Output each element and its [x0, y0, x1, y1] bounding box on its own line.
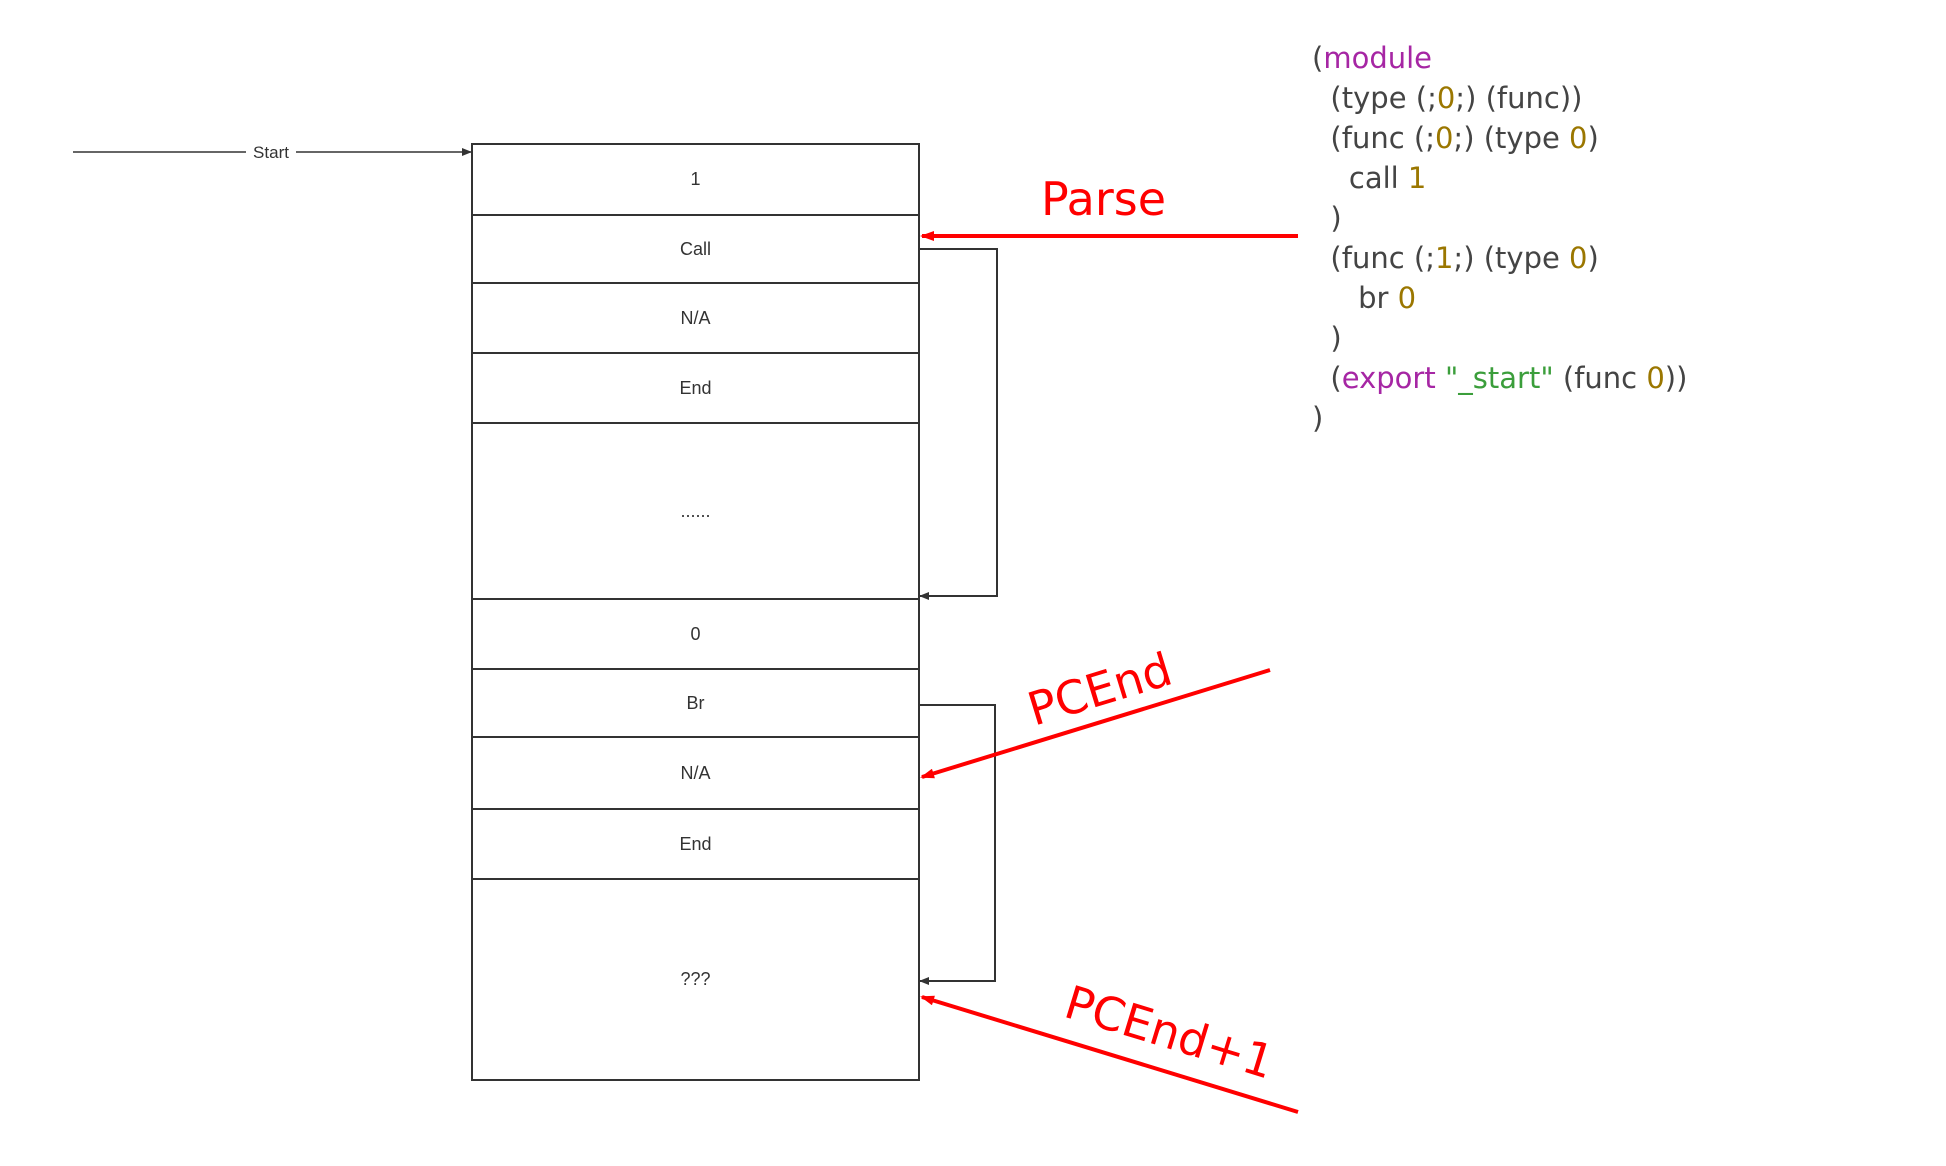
code-token: (: [1312, 41, 1324, 75]
code-token: 0: [1646, 361, 1665, 395]
code-line: ): [1312, 398, 1687, 438]
code-token: )): [1664, 361, 1688, 395]
code-token: 1: [1407, 161, 1427, 195]
code-token: 1: [1434, 241, 1454, 275]
code-token: export: [1341, 361, 1436, 395]
br-jump-connector: [919, 704, 996, 985]
code-token: ;) (type: [1453, 241, 1570, 275]
code-token: 0: [1569, 241, 1588, 275]
code-line: (func (;1;) (type 0): [1312, 238, 1687, 278]
code-line: br 0: [1312, 278, 1687, 318]
cell-operand-1: 1: [471, 143, 920, 216]
start-entry-arrow: Start: [73, 143, 472, 162]
code-token: module: [1323, 41, 1433, 75]
code-token: ): [1312, 321, 1342, 355]
pcend-pointer-arrow: [920, 668, 1271, 779]
code-token: (: [1312, 361, 1342, 395]
cell-end: End: [471, 352, 920, 424]
code-token: (func: [1553, 361, 1647, 395]
code-token: 0: [1434, 121, 1454, 155]
code-line: (export "_start" (func 0)): [1312, 358, 1687, 398]
cell-operand-0: 0: [471, 598, 920, 670]
pcend-plus-one-pointer-arrow: [920, 995, 1299, 1114]
code-token: call: [1312, 161, 1408, 195]
code-token: 0: [1569, 121, 1588, 155]
code-line: ): [1312, 318, 1687, 358]
cell-unknown: ???: [471, 878, 920, 1081]
code-token: ;) (func)): [1455, 81, 1583, 115]
code-token: ): [1587, 241, 1599, 275]
code-token: 0: [1436, 81, 1456, 115]
cell-call: Call: [471, 214, 920, 284]
code-token: br: [1312, 281, 1398, 315]
code-token: ): [1312, 201, 1342, 235]
code-token: [1436, 361, 1445, 395]
cell-ellipsis: ......: [471, 422, 920, 600]
code-token: (type (;: [1312, 81, 1437, 115]
code-token: (func (;: [1312, 241, 1435, 275]
code-token: "_start": [1444, 361, 1554, 395]
code-token: ): [1587, 121, 1599, 155]
code-token: 0: [1397, 281, 1417, 315]
wat-code-listing: (module (type (;0;) (func)) (func (;0;) …: [1312, 38, 1687, 438]
parse-label: Parse: [1041, 172, 1166, 226]
code-token: ;) (type: [1453, 121, 1570, 155]
cell-na: N/A: [471, 282, 920, 354]
code-line: (module: [1312, 38, 1687, 78]
code-token: ): [1312, 401, 1324, 435]
code-line: (type (;0;) (func)): [1312, 78, 1687, 118]
code-line: call 1: [1312, 158, 1687, 198]
call-jump-connector: [919, 248, 998, 600]
cell-br: Br: [471, 668, 920, 738]
code-line: ): [1312, 198, 1687, 238]
code-token: (func (;: [1312, 121, 1435, 155]
cell-na-2: N/A: [471, 736, 920, 810]
start-label: Start: [253, 143, 289, 162]
cell-end-2: End: [471, 808, 920, 880]
code-line: (func (;0;) (type 0): [1312, 118, 1687, 158]
